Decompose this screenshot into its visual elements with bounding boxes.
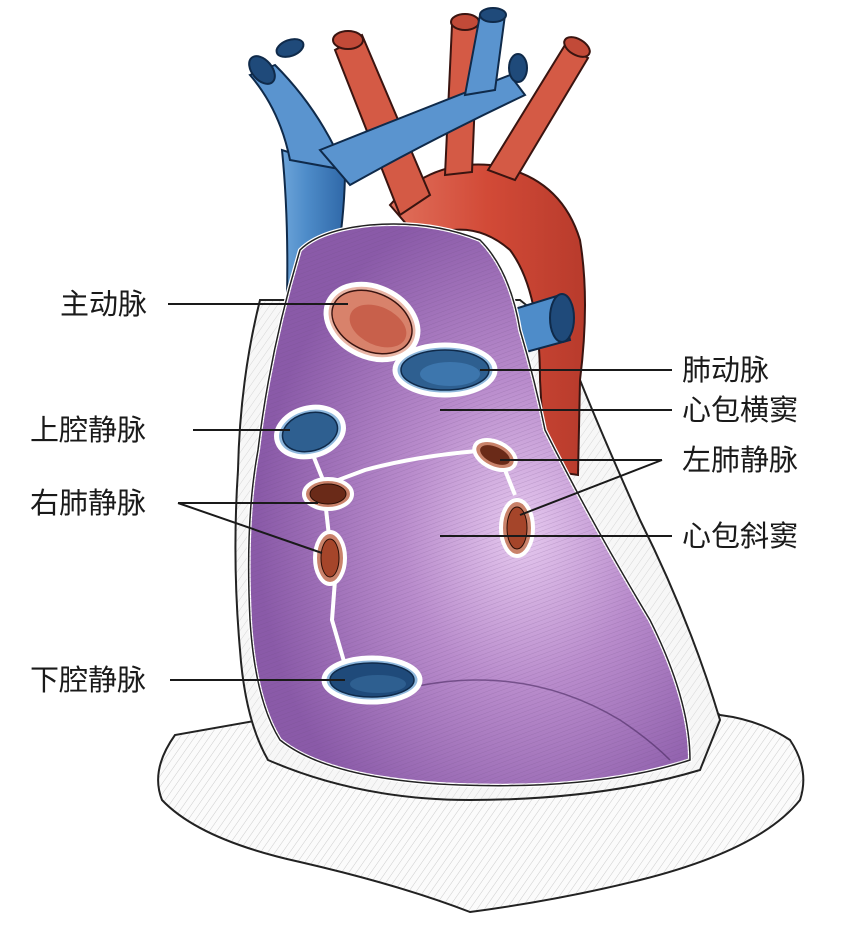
svc-lumen — [281, 411, 339, 453]
aortic-arch — [388, 163, 586, 477]
artery-cut-end-3 — [563, 36, 591, 58]
right-pulm-vein-upper-lumen — [309, 483, 347, 505]
vein-cut-end-3 — [248, 55, 276, 85]
vein-cut-end-1 — [479, 7, 507, 23]
vein-cut-end-4 — [275, 38, 305, 58]
label-left-pulmonary-veins: 左肺静脉 — [682, 443, 799, 477]
artery-cut-end-2 — [450, 13, 480, 31]
pericardium-edge-line — [247, 223, 691, 787]
ivc-lumen-inner — [350, 675, 406, 693]
leader-lines — [168, 303, 672, 681]
label-superior-vena-cava: 上腔静脉 — [30, 413, 147, 447]
right-pulm-vein-lower-lumen — [320, 538, 340, 578]
left-subclavian-artery — [486, 43, 590, 182]
label-transverse-sinus: 心包横窦 — [682, 393, 799, 427]
vein-cut-end-2 — [508, 53, 528, 83]
lower-fold-line — [399, 679, 671, 761]
label-oblique-sinus: 心包斜窦 — [682, 519, 799, 553]
artery-cut-end-1 — [332, 30, 364, 50]
posterior-pericardium-texture — [248, 224, 690, 786]
left-brachiocephalic-vein — [318, 73, 527, 187]
aorta-lumen-inner — [349, 304, 407, 348]
label-aorta: 主动脉 — [60, 287, 148, 321]
leader-left-pulm-lower — [519, 459, 663, 516]
pulmonary-artery-cut-end — [549, 293, 575, 343]
oblique-sinus-fold — [503, 469, 517, 496]
label-pulmonary-artery: 肺动脉 — [682, 353, 770, 387]
label-right-pulmonary-veins: 右肺静脉 — [30, 486, 147, 520]
left-pulm-vein-lower-lumen — [506, 506, 528, 550]
leader-right-pulm-lower — [177, 502, 323, 554]
pulmonary-artery-lumen-inner — [420, 362, 480, 386]
label-inferior-vena-cava: 下腔静脉 — [30, 663, 147, 697]
